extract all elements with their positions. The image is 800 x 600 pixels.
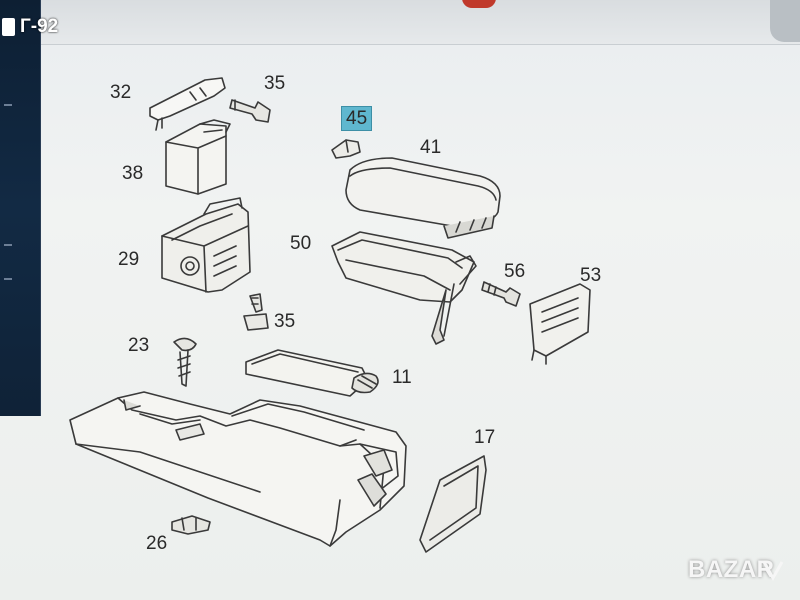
- part-label: 32: [110, 82, 132, 103]
- watermark: BAZAR: [688, 556, 775, 583]
- part-32-bracket: [149, 77, 226, 131]
- part-35-bolt-lower: [243, 293, 269, 331]
- part-41-armrest-lid: [345, 157, 501, 239]
- red-toolbar-button[interactable]: [462, 0, 496, 8]
- part-label: 35: [274, 311, 296, 332]
- part-26-clip: [171, 515, 211, 535]
- part-label: 53: [580, 265, 602, 286]
- part-label: 26: [146, 533, 168, 554]
- part-50-tray: [331, 231, 477, 345]
- part-label: 23: [128, 335, 150, 356]
- part-label: 29: [118, 249, 140, 270]
- part-23-screw: [173, 337, 197, 387]
- sidebar-tick: [4, 104, 12, 106]
- sidebar-tick: [4, 278, 12, 280]
- listing-code: Г-92: [20, 16, 59, 37]
- part-label: 38: [122, 163, 144, 184]
- part-35-bolt-top: [229, 99, 271, 123]
- document-icon: [2, 18, 15, 36]
- part-17-side-panel: [419, 455, 487, 553]
- part-56-screw: [481, 281, 521, 307]
- left-sidebar: [0, 0, 41, 416]
- part-45-clip: [331, 139, 361, 159]
- part-label: 41: [420, 137, 442, 158]
- part-label: 35: [264, 73, 286, 94]
- browser-top-bar: [0, 0, 800, 45]
- part-label: 17: [474, 427, 496, 448]
- part-label: 56: [504, 261, 526, 282]
- part-console-body: [69, 391, 407, 547]
- part-29-mechanism: [161, 197, 251, 293]
- part-11-mat: [245, 349, 379, 397]
- part-53-panel: [529, 283, 591, 365]
- part-38-storage-box: [165, 119, 231, 195]
- part-label: 50: [290, 233, 312, 254]
- part-label-highlighted: 45: [341, 106, 373, 131]
- scrollbar-corner: [770, 0, 800, 42]
- part-label: 11: [392, 367, 412, 388]
- sidebar-tick: [4, 244, 12, 246]
- watermark-logo-icon: [762, 561, 784, 582]
